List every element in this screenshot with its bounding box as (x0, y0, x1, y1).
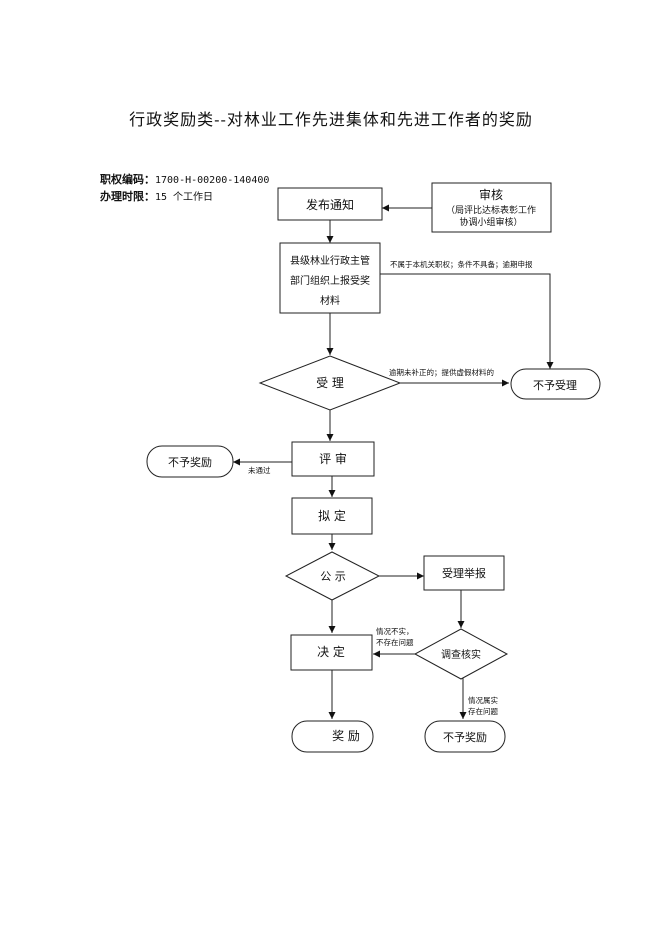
node-submit-line2: 部门组织上报受奖 (290, 274, 370, 287)
node-not-accept-box (510, 368, 601, 400)
node-no-award-bottom-box (424, 720, 506, 753)
edge-label-true-1: 情况属实 (468, 695, 498, 705)
edge-submit-to-not-accept (380, 273, 554, 369)
processing-time-label: 办理时限： (100, 190, 155, 203)
node-audit-box (431, 182, 552, 233)
processing-time-value: 15 个工作日 (155, 192, 214, 203)
edge-label-true-2: 存在问题 (468, 706, 498, 716)
node-no-award-left-box (146, 445, 234, 478)
edge-label-not-jurisdiction: 不属于本机关职权；条件不具备；逾期申报 (390, 259, 533, 269)
node-report-label: 受理举报 (442, 566, 486, 580)
node-no-award-bottom-label: 不予奖励 (443, 730, 487, 744)
authority-code: 职权编码：1700-H-00200-140400 (100, 172, 269, 189)
node-draft-box (291, 497, 373, 535)
node-review-label: 评 审 (319, 451, 347, 466)
processing-time: 办理时限：15 个工作日 (100, 189, 213, 206)
node-report-box (423, 555, 505, 591)
node-accept-diamond (258, 355, 402, 411)
edge-label-untrue-1: 情况不实， (376, 626, 414, 636)
node-publish-box (277, 187, 383, 221)
node-audit-line2: 协调小组审核） (459, 216, 522, 228)
node-submit-box (279, 242, 381, 314)
node-not-accept-label: 不予受理 (533, 379, 577, 392)
node-publicize-diamond (284, 551, 381, 601)
node-submit-line1: 县级林业行政主管 (290, 254, 370, 267)
authority-code-label: 职权编码： (100, 173, 155, 186)
edge-label-not-passed: 未通过 (248, 465, 271, 475)
node-no-award-left-label: 不予奖励 (168, 455, 212, 469)
node-investigate-label: 调查核实 (441, 648, 481, 661)
node-draft-label: 拟 定 (318, 508, 346, 523)
node-accept-label: 受 理 (316, 376, 344, 390)
node-audit-line1: （局评比达标表彰工作 (446, 204, 536, 216)
node-award-box (291, 720, 374, 753)
node-publish-label: 发布通知 (306, 197, 354, 212)
node-award-label: 奖 励 (332, 729, 360, 743)
node-submit-line3: 材料 (320, 294, 340, 307)
edge-label-untrue-2: 不存在问题 (376, 637, 414, 647)
page-title: 行政奖励类--对林业工作先进集体和先进工作者的奖励 (129, 110, 533, 129)
edge-label-overdue: 逾期未补正的；提供虚假材料的 (389, 367, 494, 377)
node-investigate-diamond (413, 628, 509, 680)
node-review-box (291, 441, 375, 477)
node-audit-title: 审核 (479, 187, 503, 202)
node-decide-box (290, 634, 373, 671)
node-decide-label: 决 定 (317, 644, 345, 659)
authority-code-value: 1700-H-00200-140400 (155, 175, 270, 186)
node-publicize-label: 公 示 (320, 570, 346, 583)
